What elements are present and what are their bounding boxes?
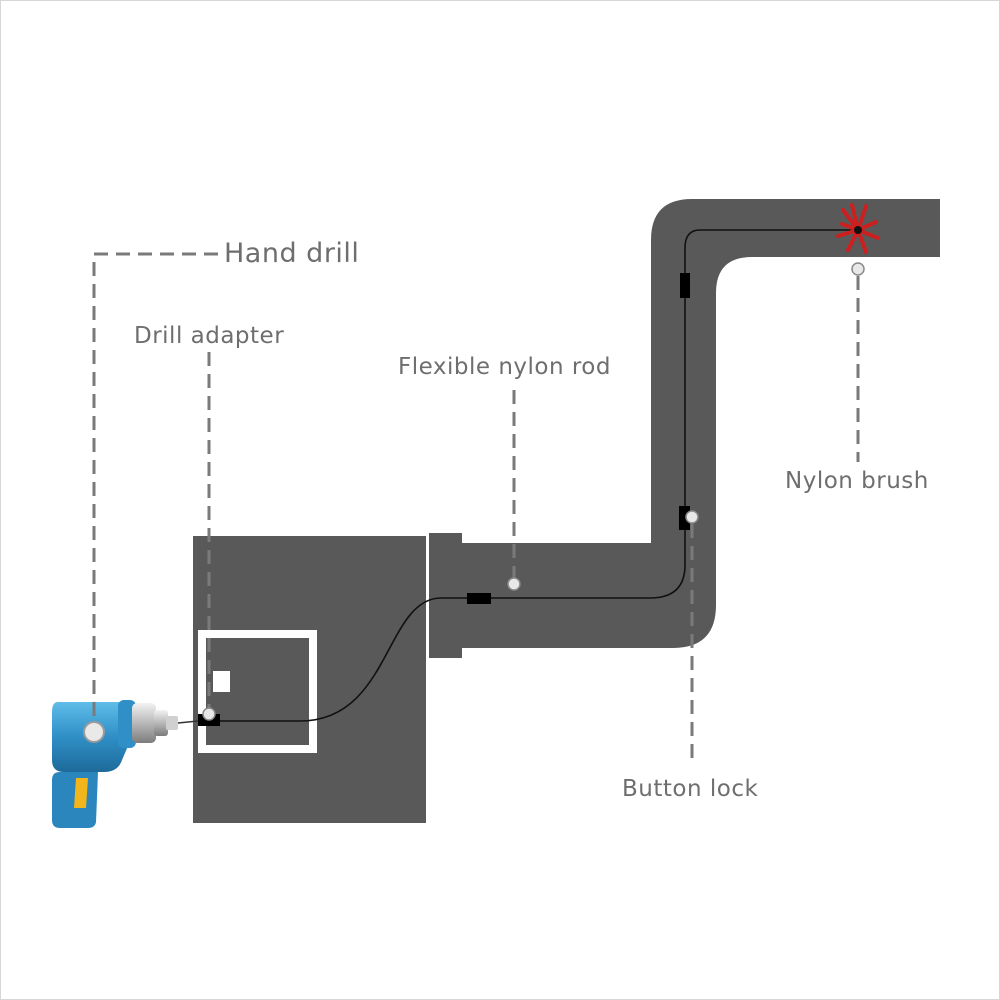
flexible-nylon-rod (207, 229, 858, 722)
coupler (467, 593, 491, 604)
nylon-brush-icon (836, 203, 880, 254)
duct (462, 199, 940, 648)
coupler (679, 506, 690, 530)
hand-drill-label: Hand drill (224, 238, 360, 269)
duct-collar (429, 533, 462, 658)
button-lock-callout-dot (685, 510, 699, 524)
drill-adapter-label: Drill adapter (134, 323, 285, 349)
drill-adapter-callout-dot (202, 707, 216, 721)
nylon-brush-label: Nylon brush (785, 468, 929, 494)
brush-hub (854, 226, 862, 234)
nylon-rod-callout-dot (507, 577, 521, 591)
hand-drill-icon (52, 700, 199, 828)
inner-panel-square (213, 671, 230, 692)
nylon-brush-callout-dot (851, 262, 865, 276)
inner-panel (198, 630, 317, 753)
button-lock-label: Button lock (622, 776, 759, 802)
coupler (680, 273, 690, 298)
hand-drill-leader (92, 252, 218, 722)
hand-drill-callout-dot (83, 721, 105, 743)
flexible-nylon-rod-label: Flexible nylon rod (398, 354, 611, 380)
